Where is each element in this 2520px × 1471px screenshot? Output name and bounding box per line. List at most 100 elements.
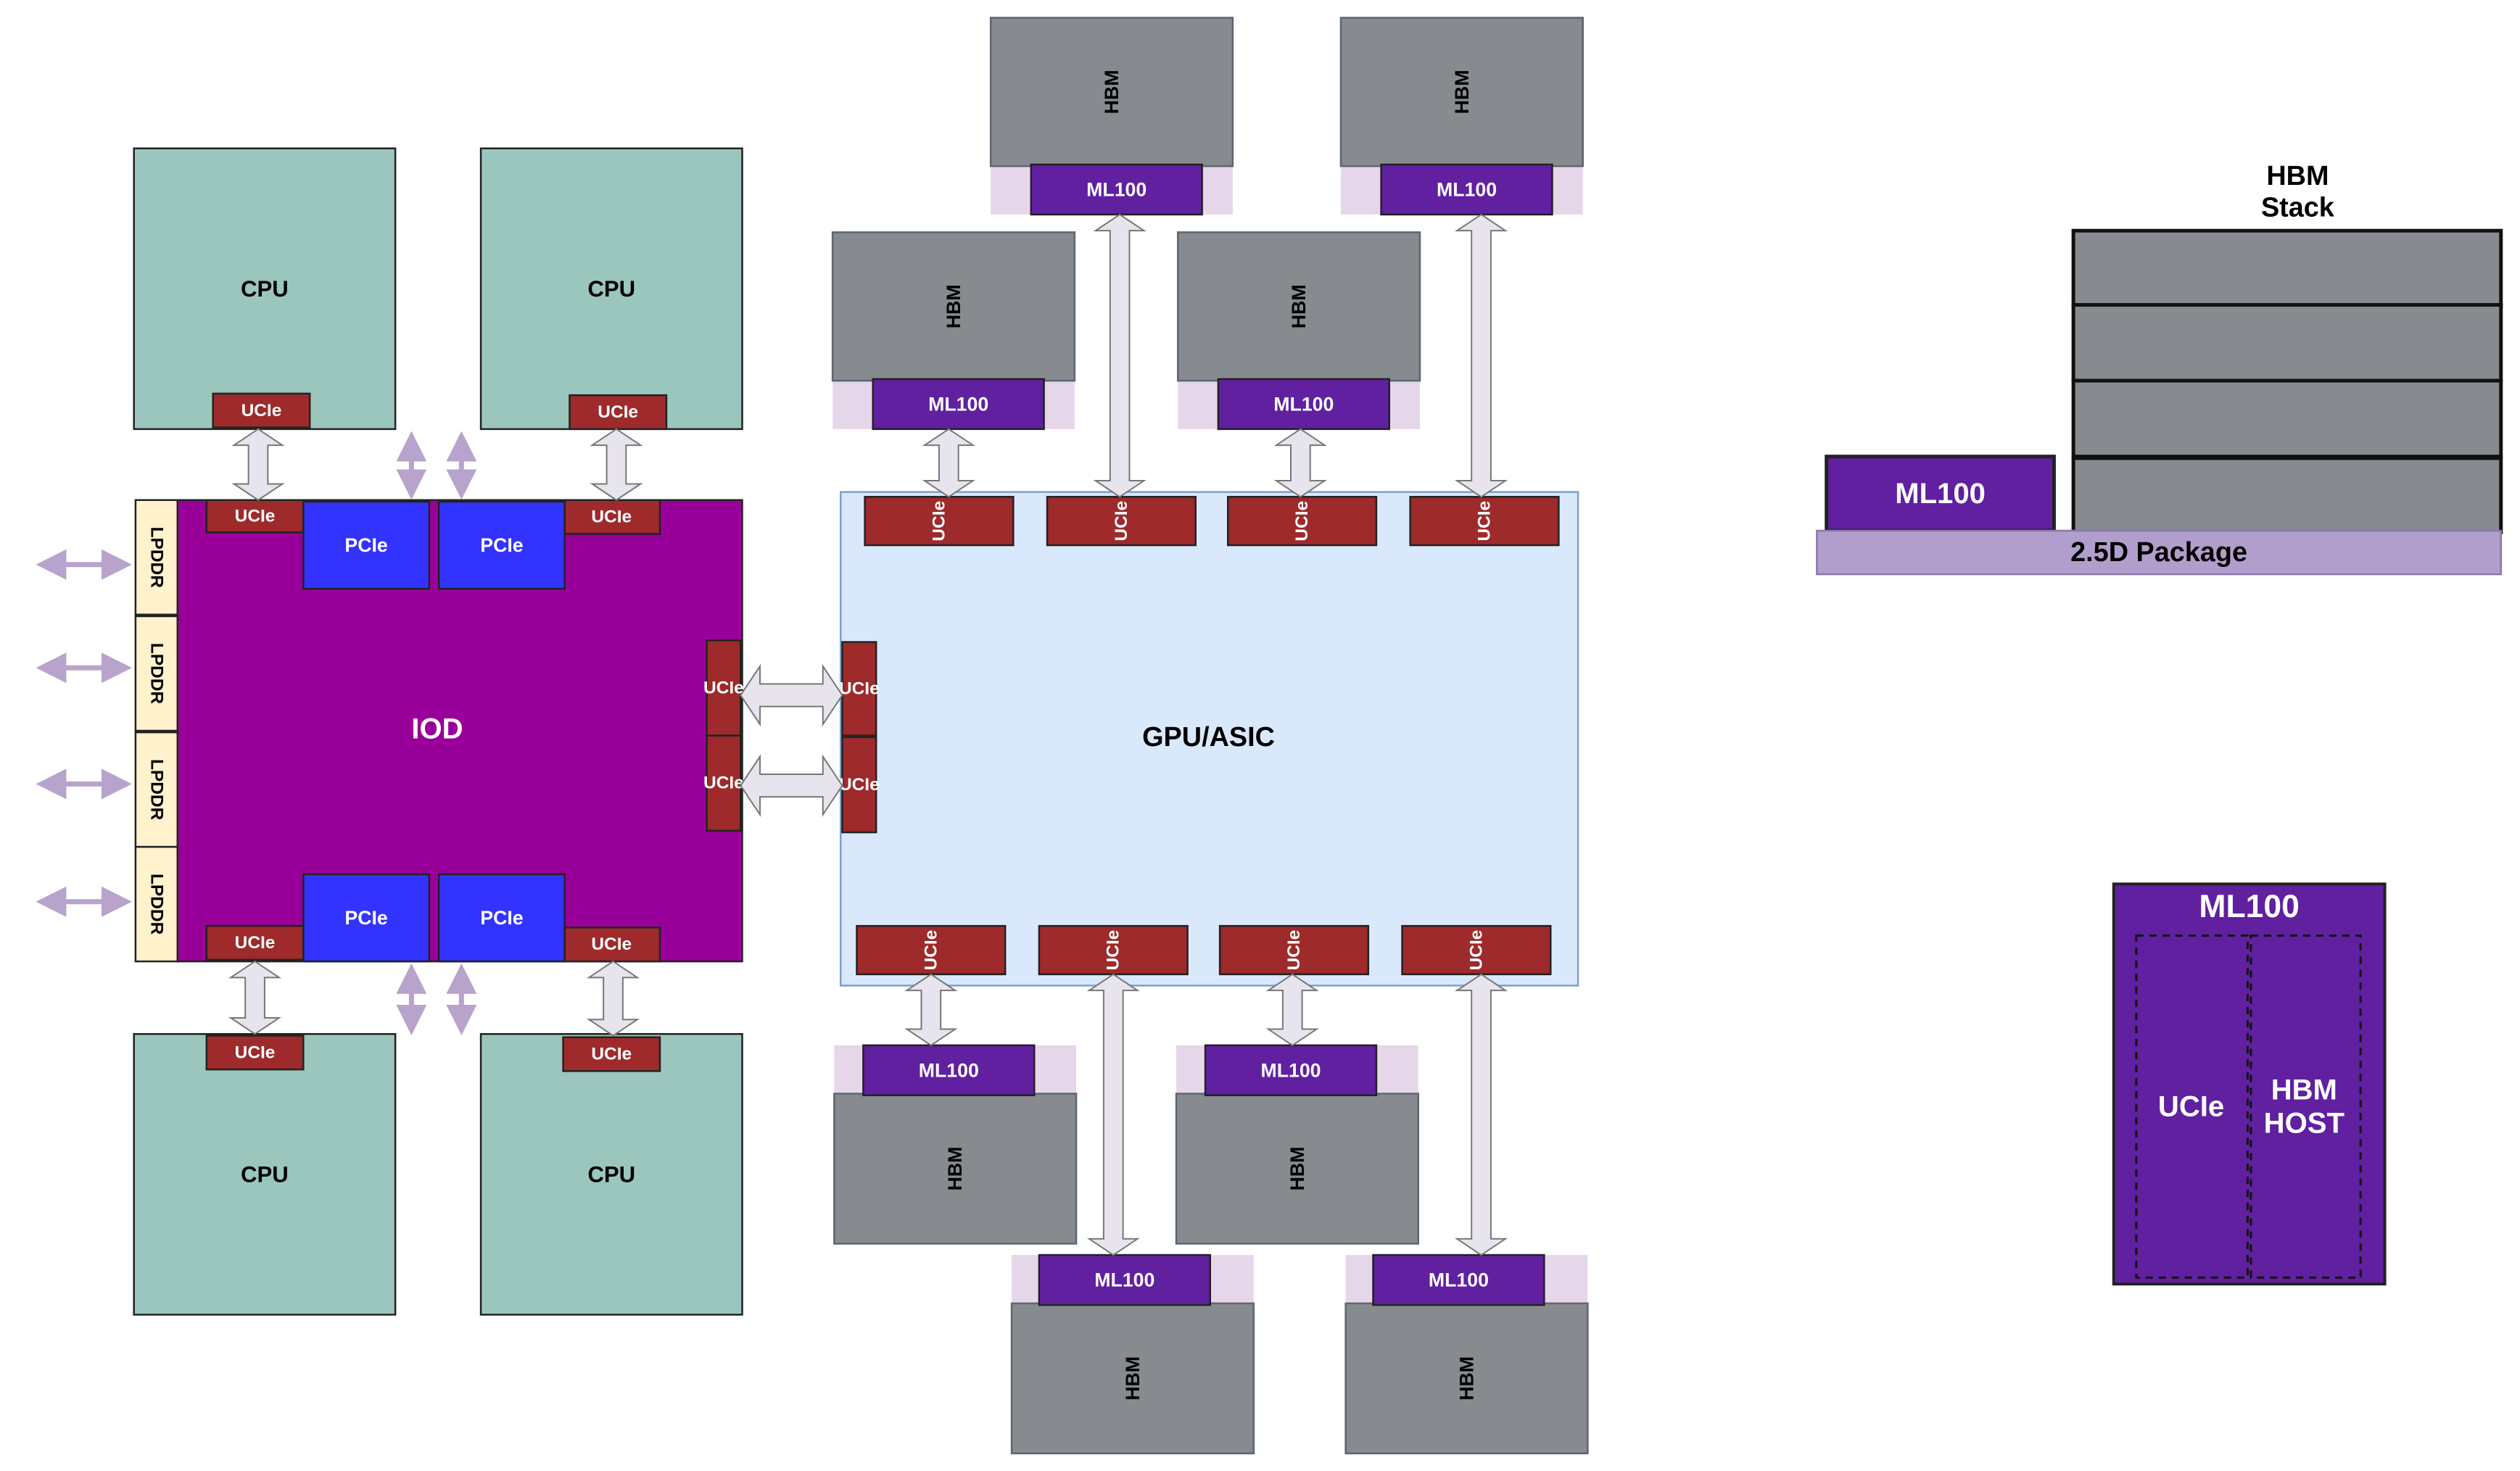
arrow-iod-gpu-1	[740, 663, 843, 727]
hbm-top-outer-2-hbm-label: HBM	[1451, 70, 1473, 114]
hbm-bottom-inner-1-hbm	[833, 1093, 1078, 1245]
hbm-top-inner-1-hbm-label: HBM	[943, 284, 964, 328]
svg-text:CPU: CPU	[241, 276, 289, 302]
pcie-bottom-right-label: PCIe	[480, 907, 523, 929]
ml100-ucie-region	[2135, 935, 2249, 1279]
svg-text:UCIe: UCIe	[1475, 501, 1495, 542]
svg-text:UCIe: UCIe	[1284, 930, 1304, 971]
hbm-top-inner-2-ml100-label: ML100	[1273, 393, 1334, 415]
lpddr-4	[134, 845, 178, 963]
hbm-bottom-outer-1-ml100	[1038, 1254, 1212, 1306]
cpu-top-left-label: CPU	[241, 276, 289, 302]
hbm-bottom-inner-2-hbm	[1175, 1093, 1420, 1245]
cpu-br-ucie	[562, 1036, 661, 1072]
gpu-ucie-bottom-4	[1401, 924, 1552, 976]
ml100-hbm-host-region	[2250, 935, 2362, 1279]
svg-text:ML100: ML100	[1895, 478, 1986, 510]
svg-text:ML100: ML100	[1437, 178, 1497, 200]
svg-text:PCIe: PCIe	[344, 907, 387, 929]
hbm-top-inner-1-ml100	[872, 378, 1045, 431]
iod-ucie-top-left	[205, 499, 305, 534]
iod-label: IOD	[411, 713, 463, 745]
svg-text:UCIe: UCIe	[591, 935, 632, 954]
svg-text:UCIe: UCIe	[703, 774, 744, 793]
gpu-ucie-top-1	[864, 496, 1015, 547]
svg-text:Stack: Stack	[2261, 193, 2335, 223]
hbm-top-inner-2-ml100	[1217, 378, 1390, 431]
hbm-bottom-inner-1-ml100-label: ML100	[919, 1059, 979, 1081]
svg-text:ML100: ML100	[2199, 889, 2300, 924]
lpddr-1	[134, 499, 178, 616]
svg-text:IOD: IOD	[411, 713, 463, 745]
hbm-bottom-inner-1-ml100	[862, 1044, 1036, 1097]
svg-text:HOST: HOST	[2264, 1107, 2345, 1139]
gpu-ucie-left-2-label: UCIe	[839, 775, 880, 795]
hbm-bottom-outer-2-ml100	[1372, 1254, 1545, 1306]
hbm-top-outer-1-ml100	[1030, 163, 1203, 216]
cpu-bottom-left	[133, 1032, 397, 1316]
svg-text:PCIe: PCIe	[344, 534, 387, 556]
svg-text:LPDDR: LPDDR	[146, 874, 166, 935]
arrow-gpu-hbm-bottom-inner-1	[904, 973, 958, 1047]
cpu-tl-ucie-label: UCIe	[241, 401, 282, 420]
cpu-bl-ucie	[205, 1035, 305, 1071]
iod-ucie-top-left-label: UCIe	[235, 507, 276, 526]
hbm-bottom-outer-1-hbm	[1010, 1302, 1255, 1454]
hbm-bottom-outer-1-hbm-label: HBM	[1122, 1356, 1144, 1401]
svg-text:UCIe: UCIe	[1292, 501, 1312, 542]
iod-ucie-right-1	[706, 639, 742, 737]
iod-ucie-bottom-right-label: UCIe	[591, 935, 632, 954]
hbm-stack-layer-1	[2071, 228, 2503, 309]
hbm-top-outer-1-ml100-label: ML100	[1086, 178, 1147, 200]
gpu-asic-die	[839, 491, 1579, 987]
package-ml100-label: ML100	[1895, 478, 1986, 510]
svg-text:UCIe: UCIe	[1112, 501, 1131, 542]
gpu-ucie-bottom-3	[1218, 924, 1370, 976]
cpu-bl-ucie-label: UCIe	[235, 1043, 276, 1062]
pcie-bottom-left	[302, 873, 431, 963]
layer-back	[133, 17, 2503, 1454]
cpu-top-right	[479, 147, 743, 431]
arrow-gpu-hbm-top-outer-2	[1454, 213, 1508, 498]
svg-text:ML100: ML100	[1429, 1269, 1489, 1291]
hbm-top-inner-2-hbm	[1177, 231, 1421, 382]
hbm-top-outer-2-ml100-label: ML100	[1437, 178, 1497, 200]
hbm-bottom-outer-1-ml100-label: ML100	[1094, 1269, 1154, 1291]
svg-text:UCIe: UCIe	[241, 401, 282, 420]
svg-text:HBM: HBM	[1456, 1356, 1478, 1401]
arrow-gpu-hbm-bottom-inner-2	[1265, 973, 1319, 1047]
svg-text:UCIe: UCIe	[703, 678, 744, 697]
svg-text:HBM: HBM	[2271, 1074, 2337, 1106]
cpu-bottom-right	[479, 1032, 743, 1316]
arrow-cpu-br-iod	[586, 960, 640, 1037]
hbm-top-inner-1-ml100-label: ML100	[928, 393, 988, 415]
svg-text:UCIe: UCIe	[591, 1045, 632, 1064]
arrow-cpu-tr-iod	[590, 428, 643, 501]
svg-text:ML100: ML100	[1094, 1269, 1154, 1291]
cpu-bottom-left-label: CPU	[241, 1161, 289, 1187]
gpu-asic-label: GPU/ASIC	[1142, 722, 1275, 753]
iod-ucie-right-2	[706, 734, 742, 832]
cpu-tr-ucie-label: UCIe	[598, 402, 638, 422]
lpddr-4-label: LPDDR	[146, 874, 166, 935]
hbm-top-inner-2-hbm-label: HBM	[1288, 284, 1310, 328]
gpu-ucie-left-2	[841, 736, 877, 834]
gpu-ucie-top-3-label: UCIe	[1292, 501, 1312, 542]
svg-text:ML100: ML100	[1273, 393, 1334, 415]
iod-ucie-top-right-label: UCIe	[591, 507, 632, 527]
svg-text:HBM: HBM	[943, 284, 964, 328]
svg-text:GPU/ASIC: GPU/ASIC	[1142, 722, 1275, 753]
gpu-ucie-bottom-1-label: UCIe	[921, 930, 941, 971]
pcie-top-right-label: PCIe	[480, 534, 523, 556]
svg-text:UCIe: UCIe	[839, 775, 880, 795]
iod-ucie-bottom-left-label: UCIe	[235, 933, 276, 953]
svg-text:PCIe: PCIe	[480, 907, 523, 929]
svg-text:2.5D Package: 2.5D Package	[2070, 537, 2247, 568]
gpu-ucie-top-3	[1226, 496, 1378, 547]
hbm-top-outer-2-ml100	[1380, 163, 1553, 216]
gpu-ucie-top-2-label: UCIe	[1112, 501, 1131, 542]
gpu-ucie-left-1	[841, 641, 877, 737]
lpddr-3-label: LPDDR	[146, 759, 166, 821]
arrow-cpu-bl-iod	[228, 960, 282, 1035]
